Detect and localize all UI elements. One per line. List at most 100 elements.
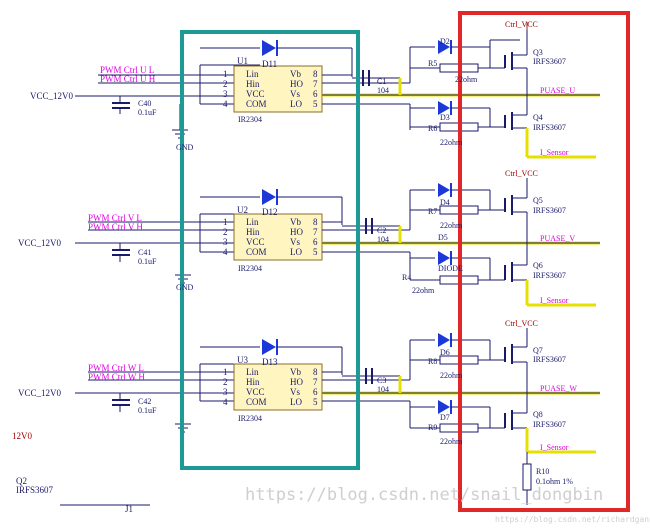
q8-label: Q8 xyxy=(533,410,543,419)
ctrl-vcc-label-3: Ctrl_VCC xyxy=(505,319,538,328)
pin-number-right: 7 xyxy=(313,79,318,89)
pin-number-left: 4 xyxy=(223,247,228,257)
r9-label: R9 xyxy=(428,423,437,432)
watermark-text: https://blog.csdn.net/snail_dongbin xyxy=(245,485,603,505)
pin-number-right: 8 xyxy=(313,367,318,377)
ir2304-label-3: IR2304 xyxy=(238,414,262,423)
c2-value: 104 xyxy=(377,235,389,244)
mosfet-highlight-box xyxy=(458,11,630,512)
pin-number-left: 2 xyxy=(223,227,228,237)
phase-v-label: PUASE_V xyxy=(540,234,575,243)
d3-label: D3 xyxy=(440,113,450,122)
labels-v: PWM Ctrl V L PWM Ctrl V H VCC_12V0 C41 0… xyxy=(18,169,575,305)
pin-name-left: Lin xyxy=(246,217,259,227)
r7-value: 22ohm xyxy=(440,221,463,230)
phase-w-label: PUASE_W xyxy=(540,384,577,393)
u1-label: U1 xyxy=(237,56,248,66)
q8-part: IRFS3607 xyxy=(533,420,566,429)
c1-value: 104 xyxy=(377,86,389,95)
pin-name-left: VCC xyxy=(246,387,265,397)
vcc-label-2: VCC_12V0 xyxy=(18,238,62,248)
pin-name-left: Lin xyxy=(246,367,259,377)
pwm-vh-label: PWM Ctrl V H xyxy=(88,222,143,232)
c3-label: C3 xyxy=(377,376,386,385)
pin-number-left: 3 xyxy=(223,237,228,247)
r10-label: R10 xyxy=(536,467,549,476)
r4-value: 22ohm xyxy=(412,286,435,295)
q7-part: IRFS3607 xyxy=(533,355,566,364)
driver-u2 xyxy=(75,189,600,284)
pin-number-right: 5 xyxy=(313,247,318,257)
ir2304-label-2: IR2304 xyxy=(238,264,262,273)
driver-u3 xyxy=(75,339,600,433)
pin-name-left: Hin xyxy=(246,79,260,89)
pin-name-left: Hin xyxy=(246,227,260,237)
pwm-wl-label: PWM Ctrl W L xyxy=(88,363,144,373)
pin-number-left: 1 xyxy=(223,367,228,377)
r4-label: R4 xyxy=(402,273,411,282)
c40-value: 0.1uF xyxy=(138,108,157,117)
q5-label: Q5 xyxy=(533,196,543,205)
q3-label: Q3 xyxy=(533,48,543,57)
r8-value: 22ohm xyxy=(440,371,463,380)
i-sensor-label-3: I_Sensor xyxy=(540,443,569,452)
r9-value: 22ohm xyxy=(440,437,463,446)
u2-label: U2 xyxy=(237,205,248,215)
pin-number-left: 1 xyxy=(223,217,228,227)
pin-name-right: Vs xyxy=(290,237,300,247)
ctrl-vcc-label-1: Ctrl_VCC xyxy=(505,20,538,29)
pin-name-right: Vb xyxy=(290,367,301,377)
q2-part: IRFS3607 xyxy=(16,485,54,495)
pin-name-left: COM xyxy=(246,397,267,407)
driver-highlight-box xyxy=(180,30,360,470)
c42-value: 0.1uF xyxy=(138,406,157,415)
q2-label: Q2 xyxy=(16,476,27,486)
pin-name-right: LO xyxy=(290,247,302,257)
pin-number-left: 2 xyxy=(223,79,228,89)
pin-number-left: 4 xyxy=(223,99,228,109)
i-sensor-label-1: I_Sensor xyxy=(540,148,569,157)
r6-label: R6 xyxy=(428,124,437,133)
pin-name-right: HO xyxy=(290,377,303,387)
pin-number-right: 7 xyxy=(313,227,318,237)
r6-value: 22ohm xyxy=(440,138,463,147)
c41-label: C41 xyxy=(138,248,151,257)
pin-number-left: 3 xyxy=(223,89,228,99)
d7-label: D7 xyxy=(440,413,450,422)
phase-u-label: PUASE_U xyxy=(540,86,575,95)
gnd-label-1: GND xyxy=(176,143,194,152)
i-sensor-label-2: I_Sensor xyxy=(540,296,569,305)
driver-u1 xyxy=(75,40,600,139)
pin-name-right: Vs xyxy=(290,387,300,397)
pin-name-right: HO xyxy=(290,227,303,237)
pwm-vl-label: PWM Ctrl V L xyxy=(88,213,142,223)
labels-bottom: 12V0 Q2 IRFS3607 J1 https://blog.csdn.ne… xyxy=(12,431,650,524)
pin-name-right: LO xyxy=(290,99,302,109)
vcc-label-1: VCC_12V0 xyxy=(30,91,74,101)
d6-label: D6 xyxy=(440,348,450,357)
pin-name-right: Vb xyxy=(290,217,301,227)
d13-label: D13 xyxy=(262,357,278,367)
r7-label: R7 xyxy=(428,207,437,216)
v-partial-label: 12V0 xyxy=(12,431,32,441)
pin-name-left: COM xyxy=(246,247,267,257)
pin-number-right: 5 xyxy=(313,99,318,109)
pin-name-right: Vs xyxy=(290,89,300,99)
d5-label: D5 xyxy=(438,233,448,242)
vcc-label-3: VCC_12V0 xyxy=(18,388,62,398)
q6-part: IRFS3607 xyxy=(533,271,566,280)
pin-number-right: 6 xyxy=(313,237,318,247)
c3-value: 104 xyxy=(377,385,389,394)
ctrl-vcc-label-2: Ctrl_VCC xyxy=(505,169,538,178)
pin-name-left: Hin xyxy=(246,377,260,387)
r5-value: 22ohm xyxy=(455,75,478,84)
pin-name-right: Vb xyxy=(290,69,301,79)
r10-value: 0.1ohm 1% xyxy=(536,477,573,486)
pin-number-right: 8 xyxy=(313,217,318,227)
q7-label: Q7 xyxy=(533,346,543,355)
c40-label: C40 xyxy=(138,99,151,108)
pin-number-right: 6 xyxy=(313,387,318,397)
